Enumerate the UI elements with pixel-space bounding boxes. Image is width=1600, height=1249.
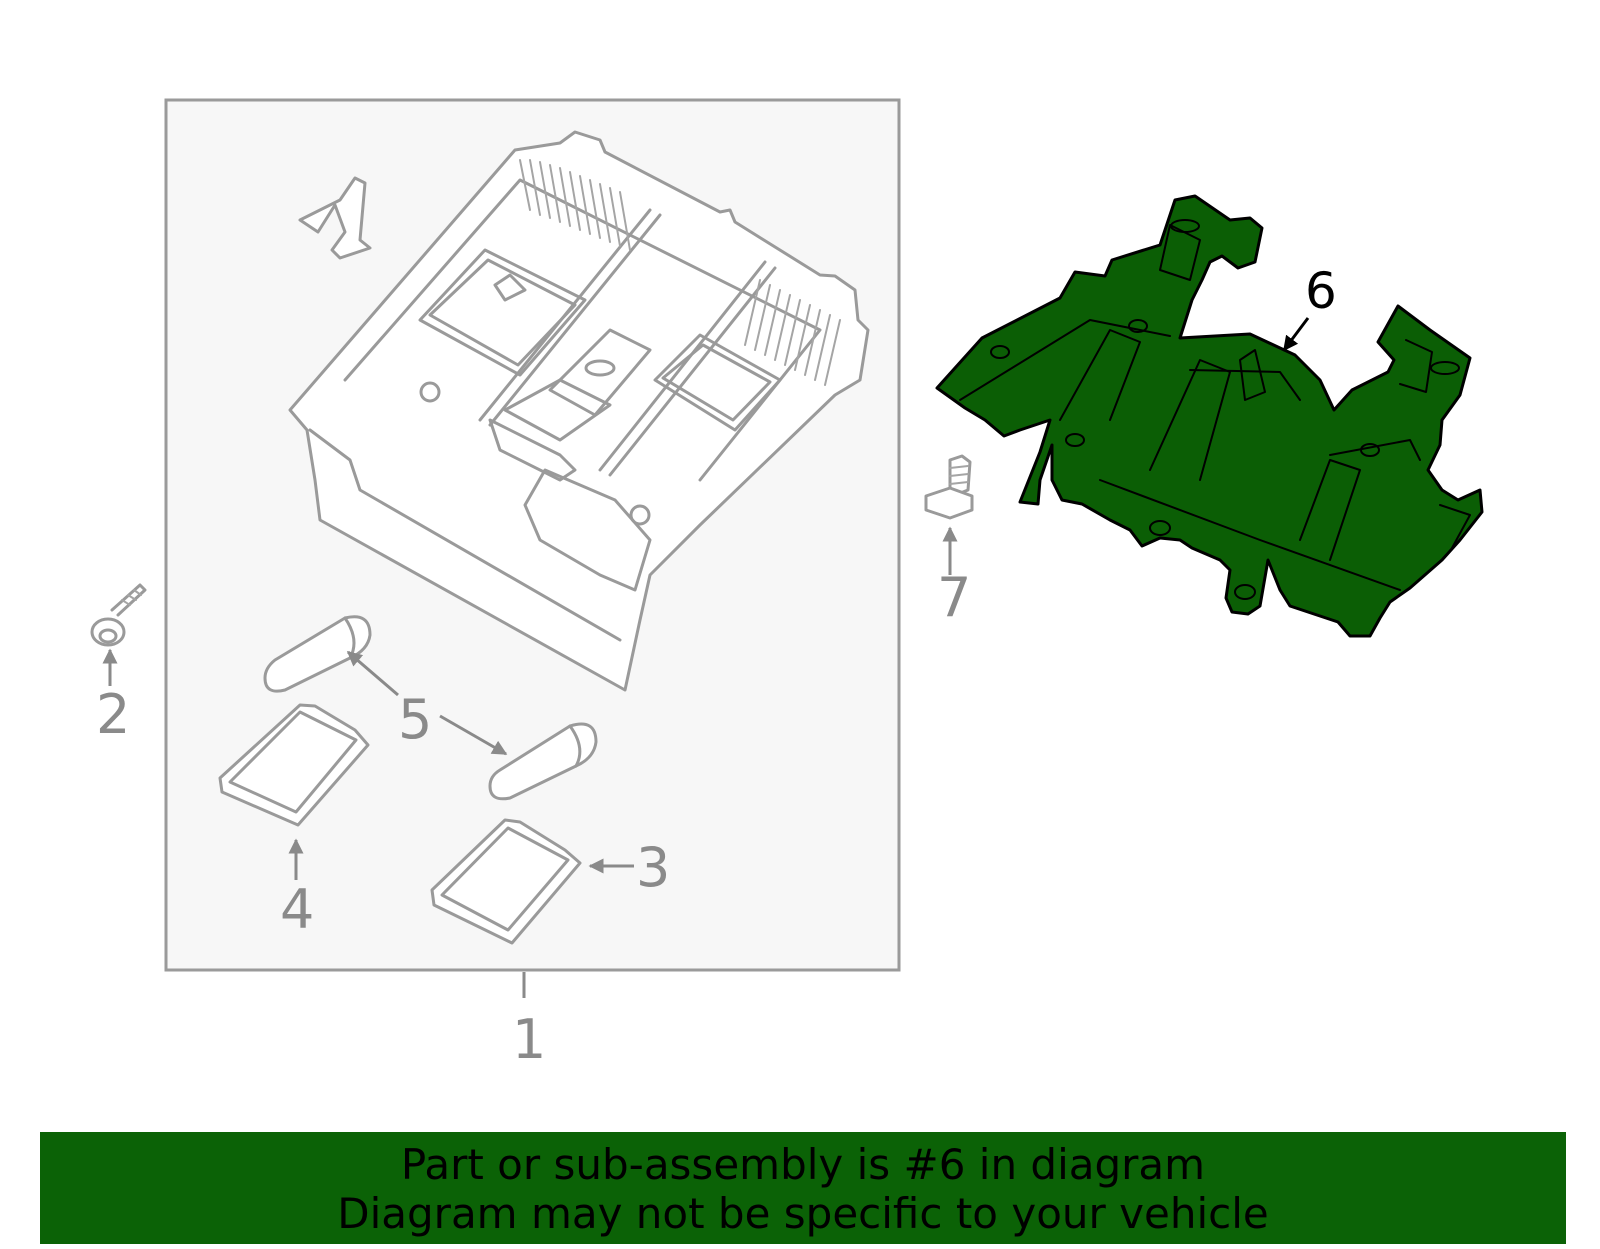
callout-5: 5 xyxy=(398,688,432,751)
notice-line-part-number: Part or sub-assembly is #6 in diagram xyxy=(400,1140,1206,1189)
lens-3 xyxy=(430,818,582,945)
screw-2 xyxy=(90,583,147,647)
console-clip-bracket xyxy=(298,176,372,260)
callout-3: 3 xyxy=(636,836,670,899)
bulb-lower xyxy=(488,722,598,801)
callout-7: 7 xyxy=(937,566,971,629)
callout-4: 4 xyxy=(280,878,314,941)
leader-5-lower xyxy=(439,714,508,756)
diagram-notice-banner: Part or sub-assembly is #6 in diagram Di… xyxy=(40,1132,1566,1244)
leader-6 xyxy=(1282,317,1310,352)
overhead-console-housing xyxy=(288,130,870,692)
callout-1: 1 xyxy=(512,1008,546,1071)
bolt-7 xyxy=(924,454,974,520)
bracket-part-6 xyxy=(935,194,1484,638)
callout-6: 6 xyxy=(1305,262,1337,320)
lens-4 xyxy=(218,703,370,827)
leader-5-upper xyxy=(346,650,399,697)
callout-2: 2 xyxy=(96,683,130,746)
notice-line-disclaimer: Diagram may not be specific to your vehi… xyxy=(337,1189,1269,1238)
